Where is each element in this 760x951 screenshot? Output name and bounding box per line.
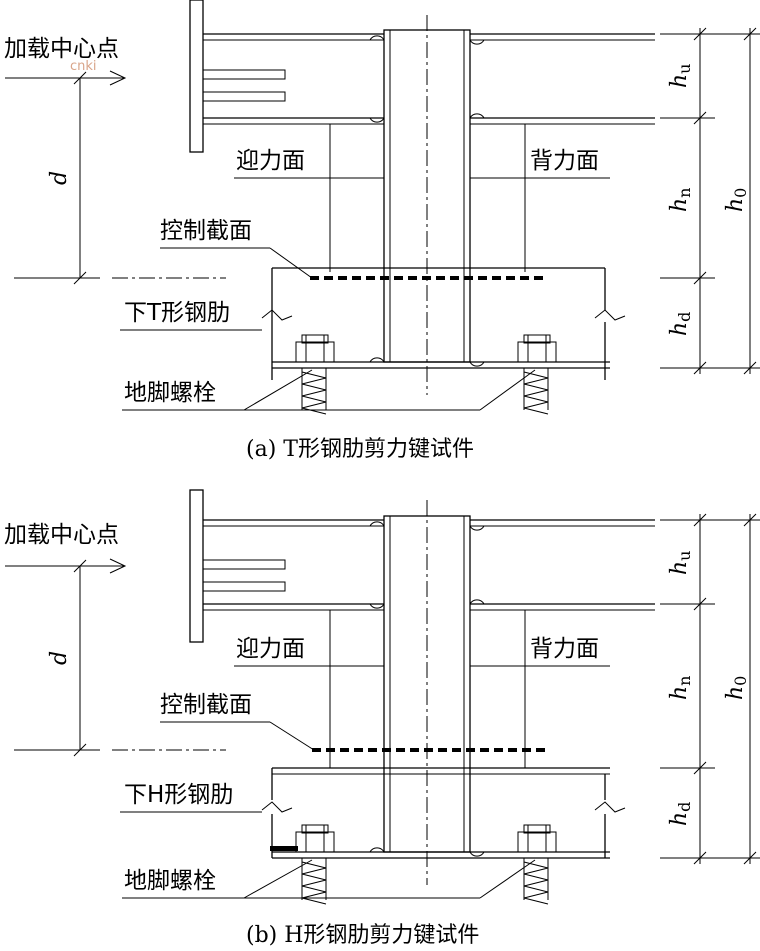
weld-arc: [369, 113, 485, 123]
caption-b: (b) H形钢肋剪力键试件: [246, 923, 479, 948]
anchor-bolt-label: 地脚螺栓: [124, 380, 216, 406]
back-face-label: 背力面: [530, 148, 599, 174]
loading-plate: [189, 489, 204, 643]
weld-arc: [369, 357, 485, 367]
break-line-right: [594, 801, 626, 813]
loading-plate: [189, 0, 204, 153]
dim-ticks: [693, 513, 757, 865]
anchor-bolt-right: [517, 334, 557, 415]
dim-hu-label: hu: [667, 551, 694, 575]
control-section-label: 控制截面: [160, 692, 252, 718]
weld-arc: [369, 521, 485, 609]
watermark: cnki: [70, 59, 97, 74]
break-line-left: [261, 801, 293, 813]
load-center-label: 加载中心点: [4, 36, 119, 62]
load-center-label: 加载中心点: [4, 522, 119, 548]
dim-h0-label: h0: [723, 676, 750, 700]
dim-hu-label: hu: [667, 64, 694, 88]
anchor-bolt-left: [295, 334, 335, 415]
loading-stud-lower: [202, 91, 286, 102]
dim-hn-label: hn: [667, 676, 694, 700]
front-face-label: 迎力面: [236, 636, 305, 662]
dim-h0-label: h0: [723, 188, 750, 212]
weld-arc: [369, 847, 485, 857]
loading-stud-upper: [202, 69, 286, 80]
dim-hd-label: hd: [667, 312, 694, 336]
lower-rib-label: 下T形钢肋: [124, 300, 230, 326]
loading-stud-upper: [202, 559, 286, 570]
dim-ticks: [693, 27, 757, 375]
control-section-label: 控制截面: [160, 218, 252, 244]
break-line-right: [594, 309, 626, 321]
anchor-bolt-left: [295, 824, 335, 905]
dim-d-label: d: [47, 171, 72, 185]
anchor-bolt-leader-l: [243, 369, 313, 411]
back-face-label: 背力面: [530, 636, 599, 662]
weld-arc: [369, 35, 485, 45]
weld-block: [270, 846, 298, 851]
dim-tick: [73, 71, 87, 85]
panel-b: 加载中心点 迎力面 背力面 控制截面 下H形钢肋 地脚螺栓 (b) H形钢肋剪力…: [4, 489, 760, 948]
control-section-leader: [269, 721, 315, 751]
dim-hn-label: hn: [667, 188, 694, 212]
dim-hd-label: hd: [667, 802, 694, 826]
dim-tick: [73, 559, 87, 573]
loading-stud-lower: [202, 581, 286, 592]
panel-a: 加载中心点 cnki 迎力面 背力面 控制截面 下T形钢肋 地脚螺栓 (a) T…: [4, 0, 760, 462]
break-line-left: [261, 309, 293, 321]
control-section-leader: [269, 247, 313, 279]
anchor-bolt-leader-r: [479, 369, 536, 411]
caption-a: (a) T形钢肋剪力键试件: [246, 437, 474, 462]
anchor-bolt-right: [517, 824, 557, 905]
arrow-head: [109, 70, 127, 86]
anchor-bolt-leader-r: [479, 859, 536, 899]
arrow-head: [109, 558, 127, 574]
front-face-label: 迎力面: [236, 148, 305, 174]
lower-rib-label: 下H形钢肋: [124, 782, 233, 808]
dim-d-label: d: [47, 651, 72, 665]
anchor-bolt-label: 地脚螺栓: [124, 868, 216, 894]
anchor-bolt-leader-l: [243, 859, 313, 899]
